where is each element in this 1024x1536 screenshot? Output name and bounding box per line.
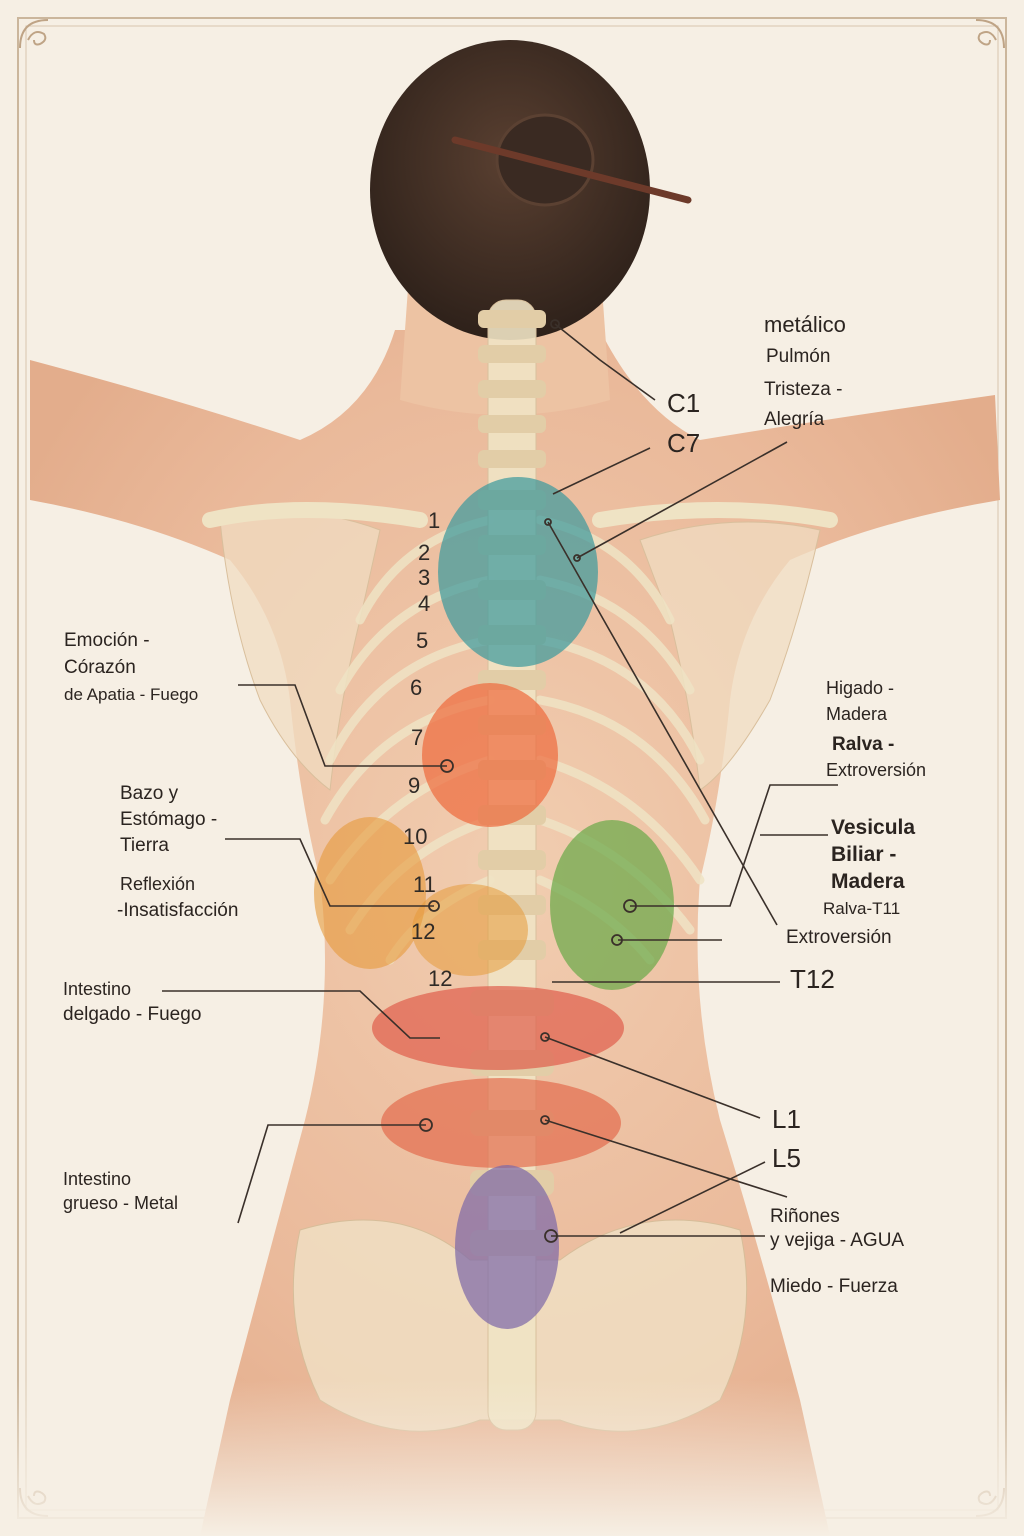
large-intestine-line-1: Intestino	[63, 1169, 132, 1189]
label-l5: L5	[772, 1143, 801, 1173]
spleen-line-3: Tierra	[120, 835, 169, 856]
hair-stick	[451, 136, 692, 204]
lung-line-1: metálico	[764, 312, 846, 337]
label-l1: L1	[772, 1104, 801, 1134]
leader-line-small-intestine	[162, 990, 440, 1039]
kidneys-line-3: Miedo - Fuerza	[770, 1276, 898, 1297]
leader-line-lung	[576, 441, 788, 559]
lung-line-3: Tristeza -	[764, 379, 843, 400]
zone-small-intestine-red	[372, 986, 624, 1070]
gallbladder-line-4: Ralva-T11	[823, 899, 901, 918]
leader-line-liver	[630, 784, 838, 907]
spleen-line-1: Bazo y	[120, 783, 179, 804]
heart-line-1: Emoción -	[64, 630, 150, 651]
liver-line-4: Extroversión	[826, 760, 927, 780]
thoracic-number-4: 4	[418, 591, 431, 616]
zone-kidney-purple	[455, 1165, 559, 1329]
thoracic-number-1: 1	[428, 508, 441, 533]
left-clavicle	[202, 502, 428, 528]
thoracic-number-10: 10	[403, 824, 428, 849]
small-intestine-line-1: Intestino	[63, 979, 132, 999]
thoracic-number-12a: 12	[411, 919, 436, 944]
leader-line-large-intestine	[237, 1124, 426, 1224]
label-t12: T12	[790, 964, 835, 994]
right-clavicle	[592, 502, 838, 528]
zone-stomach-amber	[412, 884, 528, 976]
leader-line-t11	[547, 521, 778, 926]
thoracic-number-6: 6	[410, 675, 423, 700]
lung-line-4: Alegría	[764, 409, 825, 430]
leader-line-l1	[544, 1036, 761, 1119]
heart-line-3: de Apatia - Fuego	[64, 685, 199, 704]
large-intestine-line-2: grueso - Metal	[63, 1193, 179, 1213]
kidneys-line-2: y vejiga - AGUA	[770, 1230, 905, 1251]
leader-line-c7	[552, 447, 651, 495]
zone-spleen-amber	[314, 817, 426, 969]
small-intestine-line-2: delgado - Fuego	[63, 1004, 202, 1025]
liver-line-2: Madera	[826, 704, 888, 724]
right-scapula	[639, 521, 821, 791]
leader-line-c1	[554, 323, 656, 401]
zone-heart-orange	[422, 683, 558, 827]
thoracic-number-9: 9	[408, 773, 421, 798]
liver-line-3: Ralva -	[832, 734, 895, 755]
gallbladder-line-2: Biliar -	[831, 843, 897, 866]
leader-lines	[162, 323, 838, 1237]
thoracic-number-11: 11	[413, 872, 436, 897]
label-c7: C7	[667, 428, 701, 458]
zone-large-intestine-red	[381, 1078, 621, 1168]
spleen-line-4: Reflexión	[120, 874, 196, 894]
hollow-circle-marker-icon	[419, 319, 637, 1243]
thoracic-number-2: 2	[418, 540, 431, 565]
spleen-line-2: Estómago -	[120, 809, 218, 830]
leader-line-kidneys-upper	[544, 1119, 788, 1198]
zone-lung-teal	[438, 477, 598, 667]
leader-line-spleen	[225, 838, 434, 907]
heart-line-2: Córazón	[64, 657, 136, 678]
thoracic-number-5: 5	[416, 628, 429, 653]
zone-gallbladder-green	[550, 820, 674, 990]
kidneys-line-1: Riñones	[770, 1206, 840, 1227]
bottom-fade	[0, 1380, 1024, 1536]
leader-line-heart	[238, 684, 447, 767]
gallbladder-line-5: Extroversión	[786, 927, 892, 948]
lung-line-2: Pulmón	[766, 346, 831, 367]
leader-line-l5	[619, 1161, 766, 1234]
label-c1: C1	[667, 388, 701, 418]
thoracic-number-7: 7	[411, 725, 424, 750]
thoracic-number-12b: 12	[428, 966, 453, 991]
thoracic-number-3: 3	[418, 565, 431, 590]
gallbladder-line-1: Vesicula	[831, 816, 916, 839]
liver-line-1: Higado -	[826, 678, 895, 698]
spleen-line-5: -Insatisfacción	[117, 900, 239, 921]
gallbladder-line-3: Madera	[831, 870, 905, 893]
